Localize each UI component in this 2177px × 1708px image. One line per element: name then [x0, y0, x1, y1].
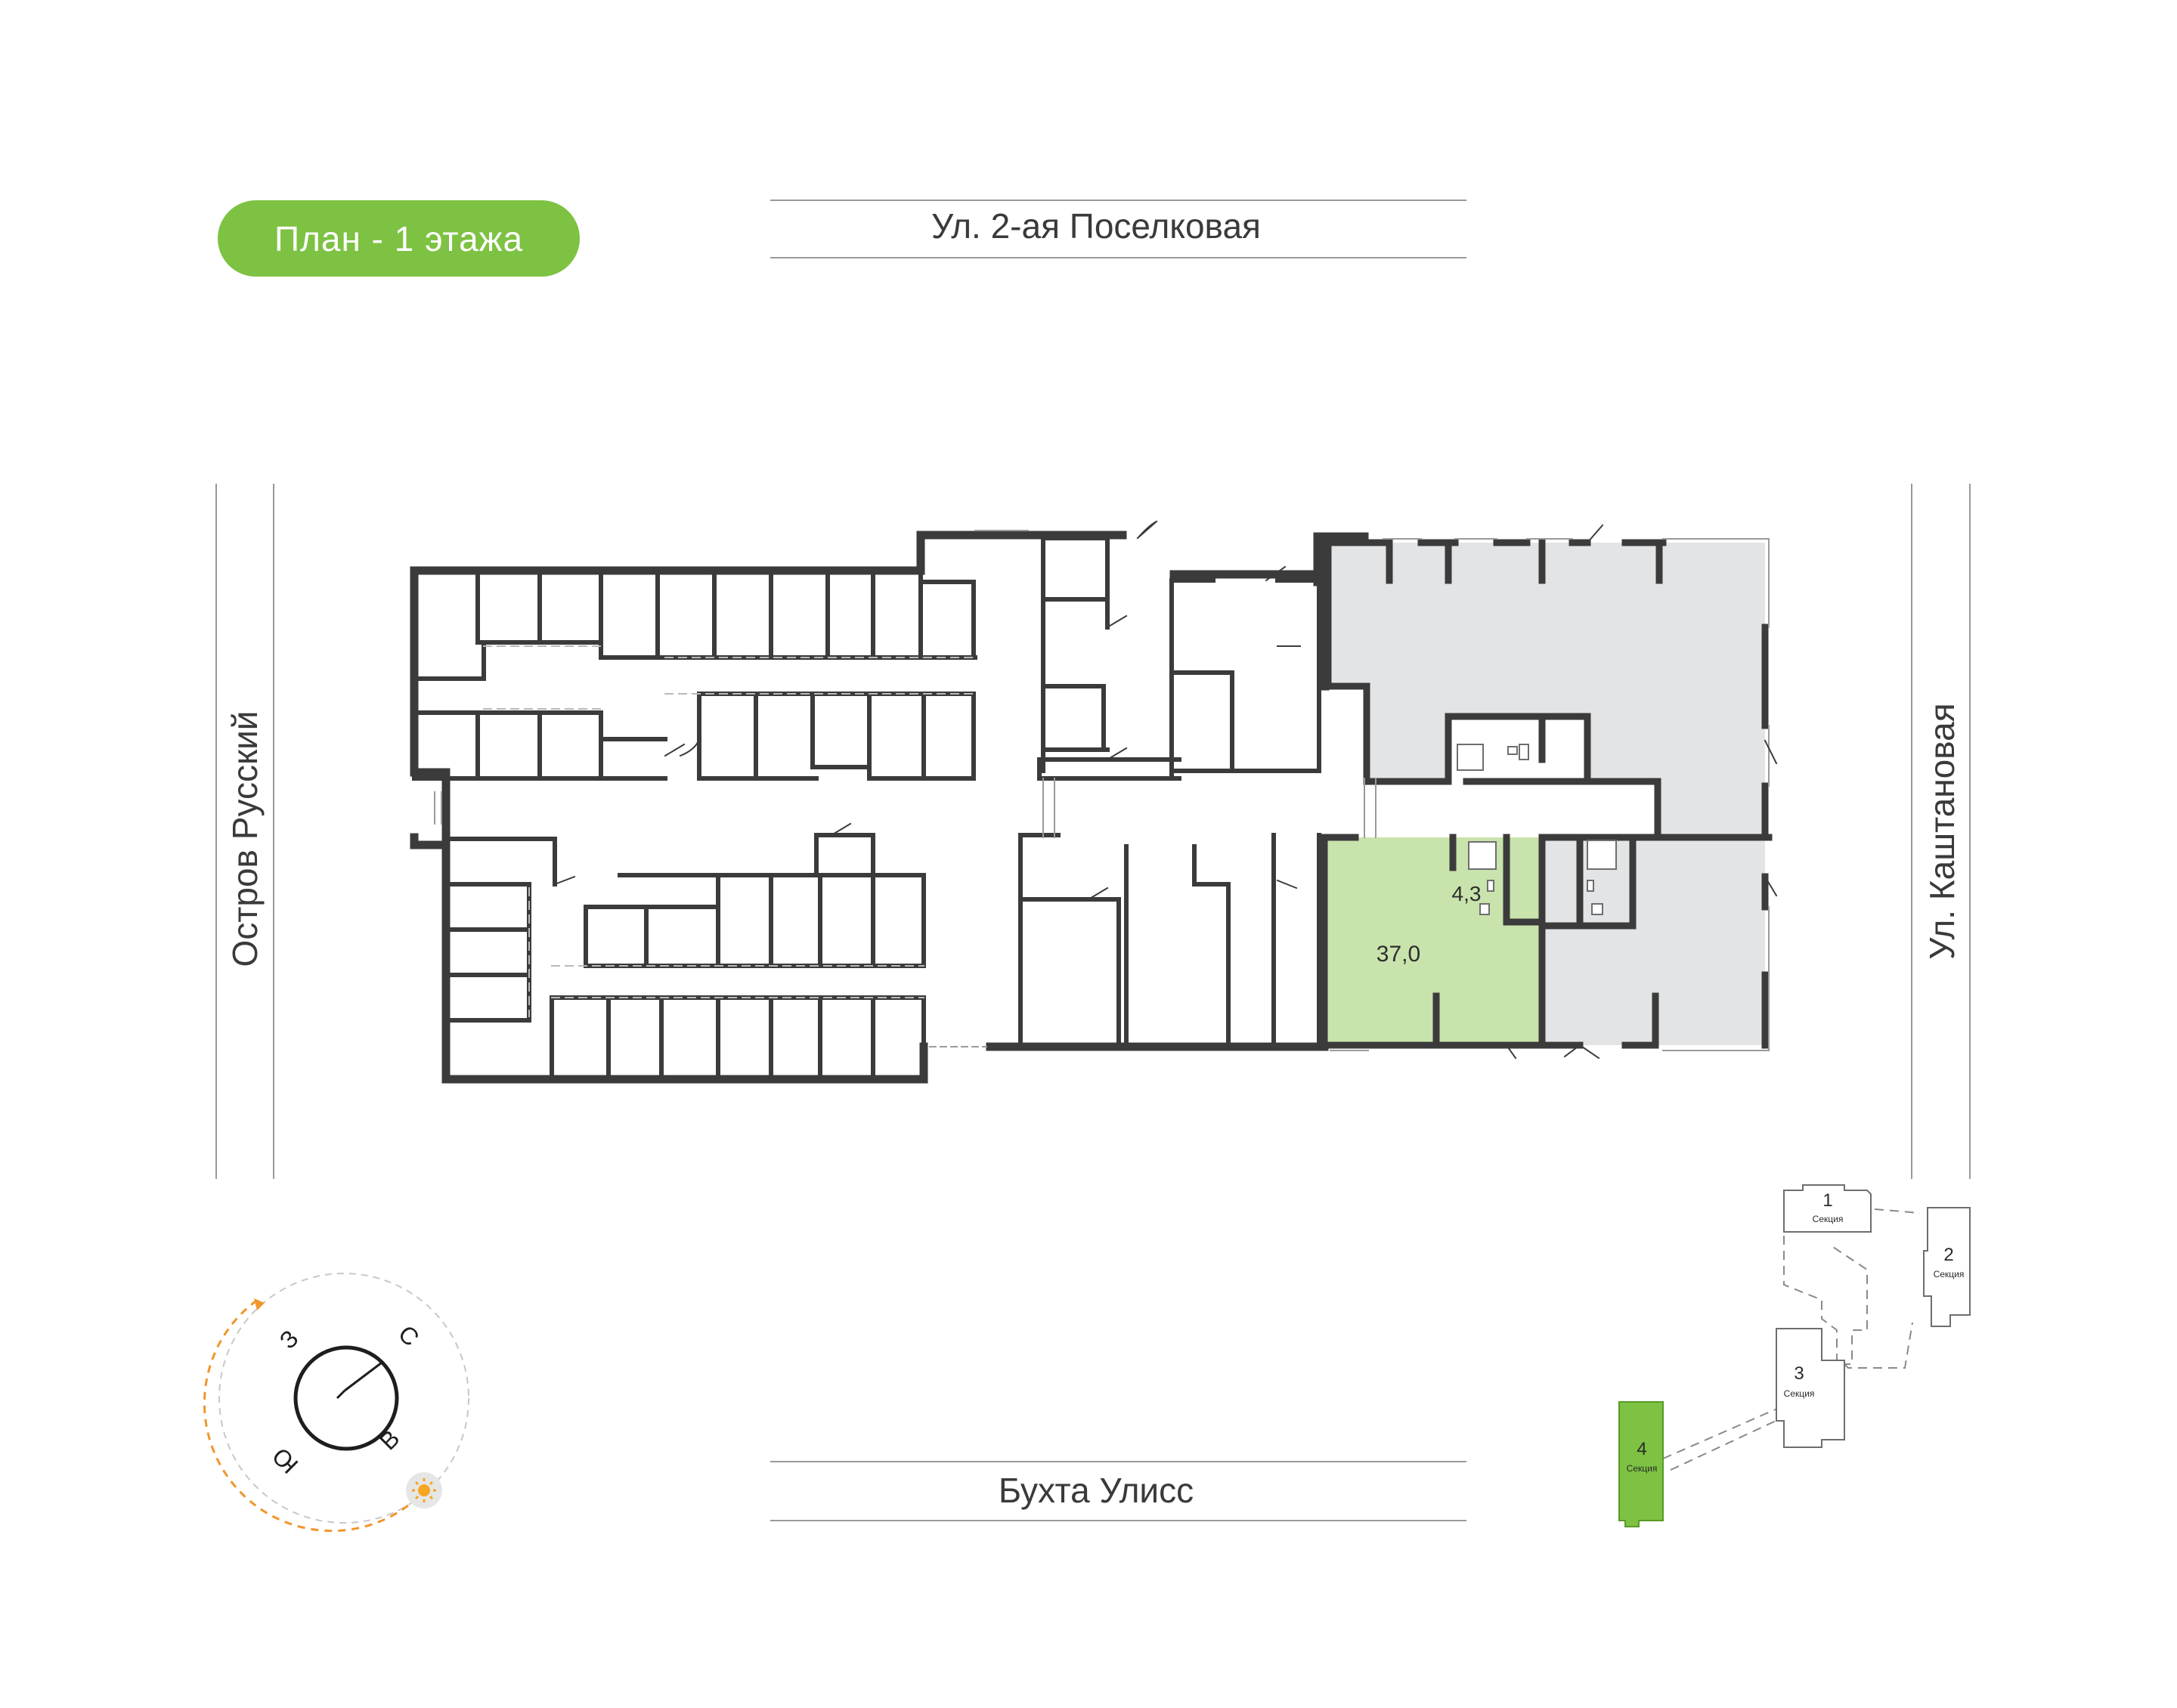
- compass-north: С: [393, 1320, 425, 1351]
- flat-neighbor-east[interactable]: [1542, 837, 1765, 1045]
- sun-icon: [406, 1472, 442, 1508]
- building-plan: 37,0 4,3: [410, 520, 1778, 1084]
- street-north-label: Ул. 2-ая Поселковая: [931, 206, 1261, 246]
- street-lines: [215, 200, 1971, 1521]
- sections-map: 1 Секция 2 Секция 3 Секция 4 Секция: [1618, 1184, 1971, 1527]
- compass-dial: [293, 1345, 399, 1451]
- section-4-number: 4: [1637, 1439, 1646, 1459]
- section-4-label: Секция: [1627, 1463, 1658, 1474]
- bath-fixtures: [1457, 744, 1617, 915]
- section-2-number: 2: [1943, 1245, 1953, 1265]
- section-1-number: 1: [1822, 1190, 1832, 1211]
- sun-orbit: [218, 1273, 469, 1524]
- street-south-label: Бухта Улисс: [999, 1471, 1194, 1510]
- doors: [553, 520, 1778, 1060]
- section-2-label: Секция: [1934, 1269, 1965, 1279]
- plan-title-badge: План - 1 этажа: [218, 200, 580, 277]
- compass-west: З: [274, 1325, 304, 1354]
- selected-unit-area: 37,0: [1376, 942, 1420, 967]
- compass-needle-icon: [344, 1361, 382, 1392]
- east-block-walls: [1321, 539, 1773, 1049]
- window-frames: [434, 530, 1770, 1051]
- street-east-label: Ул. Каштановая: [1922, 703, 1962, 959]
- section-3-label: Секция: [1784, 1388, 1815, 1399]
- compass-south: Ю: [267, 1443, 303, 1479]
- orbit-arrow-head: [254, 1298, 265, 1310]
- section-4[interactable]: 4 Секция: [1618, 1401, 1664, 1527]
- interior-walls: [412, 536, 1321, 1081]
- flat-neighbor-north[interactable]: [1328, 543, 1765, 837]
- section-2[interactable]: 2 Секция: [1923, 1207, 1971, 1327]
- street-west-label: Остров Русский: [225, 711, 265, 967]
- compass: З С Ю В: [203, 1273, 469, 1533]
- section-3[interactable]: 3 Секция: [1776, 1328, 1845, 1448]
- section-1-label: Секция: [1813, 1214, 1844, 1224]
- orbit-arrow-icon: [203, 1300, 409, 1533]
- corridor-dashes: [483, 645, 976, 1017]
- section-3-number: 3: [1794, 1363, 1804, 1384]
- section-1[interactable]: 1 Секция: [1783, 1184, 1872, 1233]
- bath-unit-area: 4,3: [1452, 882, 1482, 905]
- section-connectors: [1662, 1208, 1921, 1471]
- plan-title: План - 1 этажа: [274, 218, 524, 258]
